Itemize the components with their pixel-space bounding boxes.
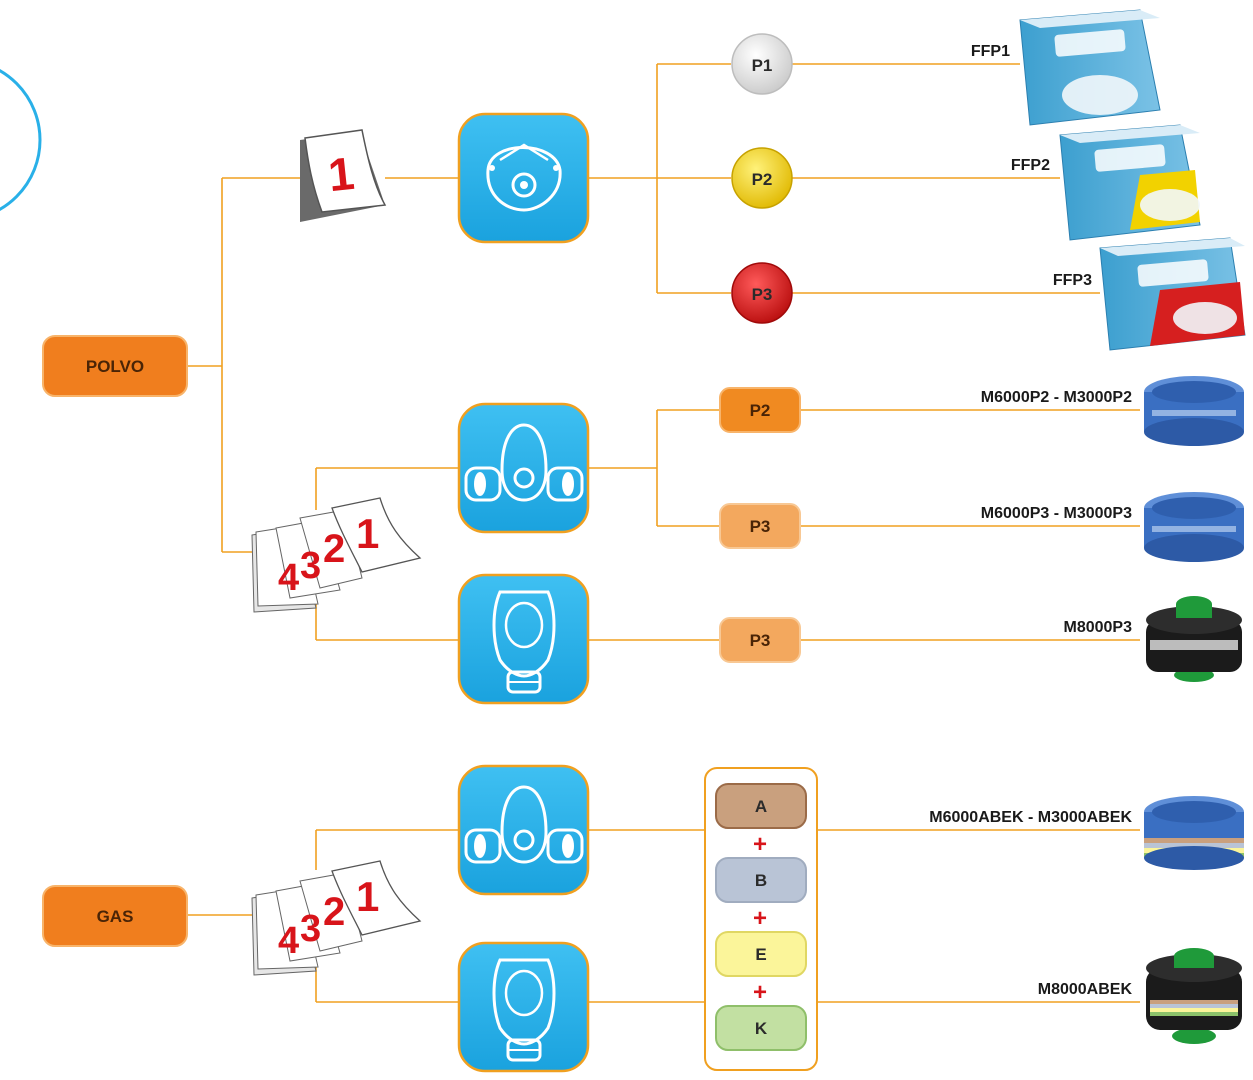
calendar-multi-use-icon: 4 3 2 1: [251, 497, 422, 613]
gas-type-e-label: E: [755, 945, 766, 964]
class-p2-label: P2: [752, 170, 773, 189]
product-ffp3-label: FFP3: [1053, 272, 1092, 289]
black-gas-filter-image: [1146, 948, 1242, 1044]
category-gas-label: GAS: [97, 907, 134, 926]
product-m8000abek-label: M8000ABEK: [1038, 981, 1133, 998]
class-p3-button[interactable]: P3: [731, 262, 793, 324]
blue-filter-image: [1144, 376, 1244, 446]
product-ffp2-label: FFP2: [1011, 157, 1050, 174]
gas-type-a-label: A: [755, 797, 767, 816]
multi-use-number-4: 4: [278, 557, 299, 599]
gas-use-number-4: 4: [278, 920, 299, 962]
gas-type-b-button[interactable]: B: [715, 857, 807, 903]
filter-p3-full-button[interactable]: P3: [719, 617, 801, 663]
gas-use-number-3: 3: [300, 908, 321, 950]
connector-lines: [187, 63, 1140, 1003]
product-m8000p3-label: M8000P3: [1064, 619, 1133, 636]
ffp2-box-image: [1059, 124, 1201, 241]
filter-p3-half-button[interactable]: P3: [719, 503, 801, 549]
ffp1-box-image: [1019, 9, 1161, 126]
gas-type-k-button[interactable]: K: [715, 1005, 807, 1051]
class-p3-label: P3: [752, 285, 773, 304]
product-m6000abek-label: M6000ABEK - M3000ABEK: [929, 809, 1132, 826]
half-mask-icon-gas[interactable]: [457, 764, 590, 896]
filter-p3-full-label: P3: [750, 631, 771, 650]
partial-circle-decoration: [0, 68, 42, 212]
gas-type-b-label: B: [755, 871, 767, 890]
class-p2-button[interactable]: P2: [731, 147, 793, 209]
plus-sign-1: +: [753, 831, 767, 858]
multi-use-number-2: 2: [323, 527, 345, 571]
class-p1-label: P1: [752, 56, 773, 75]
half-mask-icon[interactable]: [457, 402, 590, 534]
product-m6000p3-label: M6000P3 - M3000P3: [981, 505, 1132, 522]
calendar-multi-use-icon-gas: 4 3 2 1: [251, 860, 422, 976]
gas-type-k-label: K: [755, 1019, 768, 1038]
full-face-mask-icon-gas[interactable]: [457, 941, 590, 1073]
filter-p2-half-label: P2: [750, 401, 771, 420]
multi-use-number-3: 3: [300, 545, 321, 587]
plus-sign-2: +: [753, 905, 767, 932]
disposable-mask-icon[interactable]: [457, 112, 590, 244]
single-use-number: 1: [326, 147, 357, 201]
ffp3-box-image: [1099, 237, 1246, 351]
gas-filter-types-panel: [704, 767, 818, 1071]
filter-p2-half-button[interactable]: P2: [719, 387, 801, 433]
class-p1-button[interactable]: P1: [731, 33, 793, 95]
calendar-single-use-icon: 1: [300, 129, 387, 222]
gas-type-e-button[interactable]: E: [715, 931, 807, 977]
black-filter-image: [1146, 596, 1242, 682]
gas-use-number-1: 1: [356, 873, 379, 920]
plus-sign-3: +: [753, 979, 767, 1006]
multi-use-number-1: 1: [356, 510, 379, 557]
category-polvo-label: POLVO: [86, 357, 144, 376]
full-face-mask-icon[interactable]: [457, 573, 590, 705]
gas-use-number-2: 2: [323, 890, 345, 934]
product-ffp1-label: FFP1: [971, 43, 1010, 60]
category-gas[interactable]: GAS: [42, 885, 188, 947]
gas-type-a-button[interactable]: A: [715, 783, 807, 829]
category-polvo[interactable]: POLVO: [42, 335, 188, 397]
blue-gas-filter-image: [1144, 796, 1244, 870]
filter-p3-half-label: P3: [750, 517, 771, 536]
product-m6000p2-label: M6000P2 - M3000P2: [981, 389, 1132, 406]
blue-filter-image-p3: [1144, 492, 1244, 562]
